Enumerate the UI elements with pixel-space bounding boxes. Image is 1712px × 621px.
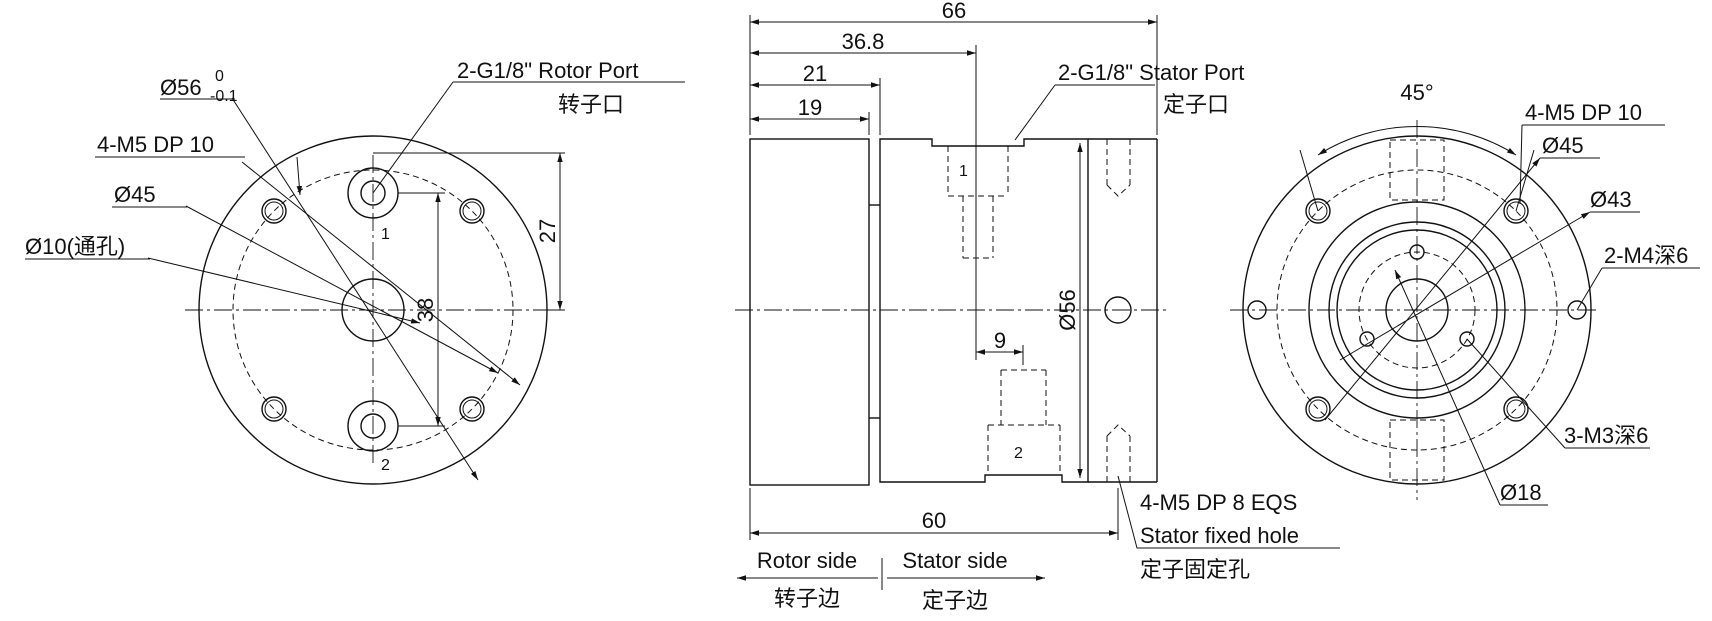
port-2-label: 2 <box>381 457 390 474</box>
center-through-hole <box>341 278 405 342</box>
side-port-1-label: 1 <box>959 163 968 180</box>
dim-66-label: 66 <box>942 0 966 23</box>
dim-9-label: 9 <box>994 328 1006 353</box>
m3-hole-left <box>1359 331 1375 347</box>
stator-side-cn-label: 定子边 <box>922 588 988 613</box>
stator-port-label: 2-G1/8" Stator Port <box>1058 60 1244 85</box>
dim-60-label: 60 <box>922 508 946 533</box>
m4-hole-left <box>1247 300 1267 320</box>
right-m5-label: 4-M5 DP 10 <box>1525 100 1642 125</box>
stator-port-cn-label: 定子口 <box>1163 92 1229 117</box>
m3-hole-top <box>1409 244 1425 260</box>
right-view: 45° 4-M5 DP 10 Ø45 Ø43 2-M4深6 3-M3深6 Ø18 <box>1230 80 1700 506</box>
stator-side-hole <box>1104 296 1132 324</box>
rotor-body <box>749 138 870 486</box>
stator-fixed-label: Stator fixed hole <box>1140 523 1299 548</box>
stator-side-label: Stator side <box>902 548 1007 573</box>
angle-45-label: 45° <box>1400 80 1433 105</box>
right-dia45-label: Ø45 <box>1542 133 1584 158</box>
right-dia43-label: Ø43 <box>1590 187 1632 212</box>
rotor-port-label: 2-G1/8" Rotor Port <box>457 58 638 83</box>
rotor-side-cn-label: 转子边 <box>774 586 840 611</box>
side-view: Ø56 66 36.8 21 19 9 60 2-G1/8" Stator Po… <box>735 0 1340 613</box>
left-view: 38 27 Ø56 0 -0.1 4-M5 DP 10 Ø45 Ø10(通孔) … <box>25 58 685 485</box>
stator-fixed-cn-label: 定子固定孔 <box>1140 557 1250 582</box>
dia56-tol-lower: -0.1 <box>210 88 238 105</box>
right-m4-label: 2-M4深6 <box>1604 243 1688 268</box>
dim-36-8-label: 36.8 <box>842 29 885 54</box>
dim-38-label: 38 <box>413 298 438 322</box>
right-m5-holes <box>1305 198 1529 422</box>
m5-dp8-label: 4-M5 DP 8 EQS <box>1140 490 1297 515</box>
dim-19-label: 19 <box>798 95 822 120</box>
m5-holes <box>261 198 485 422</box>
side-port-2-label: 2 <box>1014 445 1023 462</box>
rotor-side-label: Rotor side <box>757 548 857 573</box>
dia10-label: Ø10(通孔) <box>25 234 125 259</box>
stator-m5-hidden <box>1106 139 1131 482</box>
side-dia56-label: Ø56 <box>1055 289 1080 331</box>
port-1-label: 1 <box>381 226 390 243</box>
right-dia18-label: Ø18 <box>1500 480 1542 505</box>
dia56-label: Ø56 <box>160 75 202 100</box>
m5-dp10-label: 4-M5 DP 10 <box>97 132 214 157</box>
dim-21-label: 21 <box>803 61 827 86</box>
right-m3-label: 3-M3深6 <box>1564 423 1648 448</box>
m3-hole-right <box>1459 331 1475 347</box>
m4-hole-right <box>1567 300 1587 320</box>
dia56-tol-upper: 0 <box>215 68 224 85</box>
rotor-port-cn-label: 转子口 <box>558 92 624 117</box>
dia45-label: Ø45 <box>114 182 156 207</box>
stator-port-2-hidden <box>987 369 1061 475</box>
dim-27-label: 27 <box>535 219 560 243</box>
stator-port-1-hidden <box>947 146 1009 259</box>
